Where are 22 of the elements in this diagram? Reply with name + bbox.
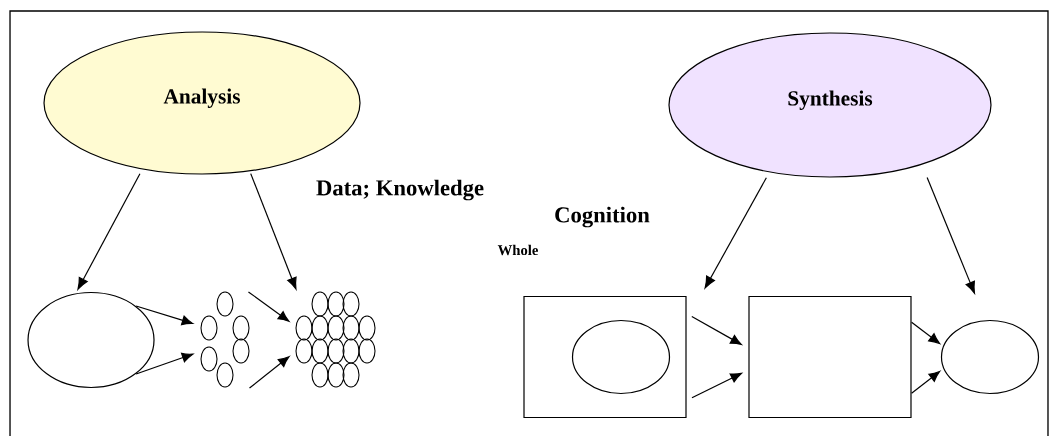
text-label: Cognition: [555, 206, 650, 228]
arrow: [926, 176, 976, 294]
ellipse: [27, 291, 155, 389]
rectangle: [748, 295, 912, 419]
arrow: [247, 291, 290, 322]
arrow: [248, 356, 290, 389]
arrow: [691, 372, 742, 399]
ellipse: [940, 319, 1040, 395]
text-label: Whole: [497, 244, 538, 256]
arrow: [77, 173, 141, 290]
oval-cluster: [295, 291, 376, 388]
arrow: [704, 177, 767, 289]
oval-cluster: [200, 291, 250, 388]
arrow: [911, 321, 941, 345]
arrow: [135, 352, 194, 375]
text-label: Data; Knowledge: [316, 179, 484, 201]
arrow: [135, 305, 194, 326]
arrow: [691, 315, 742, 345]
ellipse: [571, 319, 671, 395]
rectangle: [523, 295, 687, 419]
arrow: [250, 173, 297, 290]
arrow: [911, 370, 941, 394]
